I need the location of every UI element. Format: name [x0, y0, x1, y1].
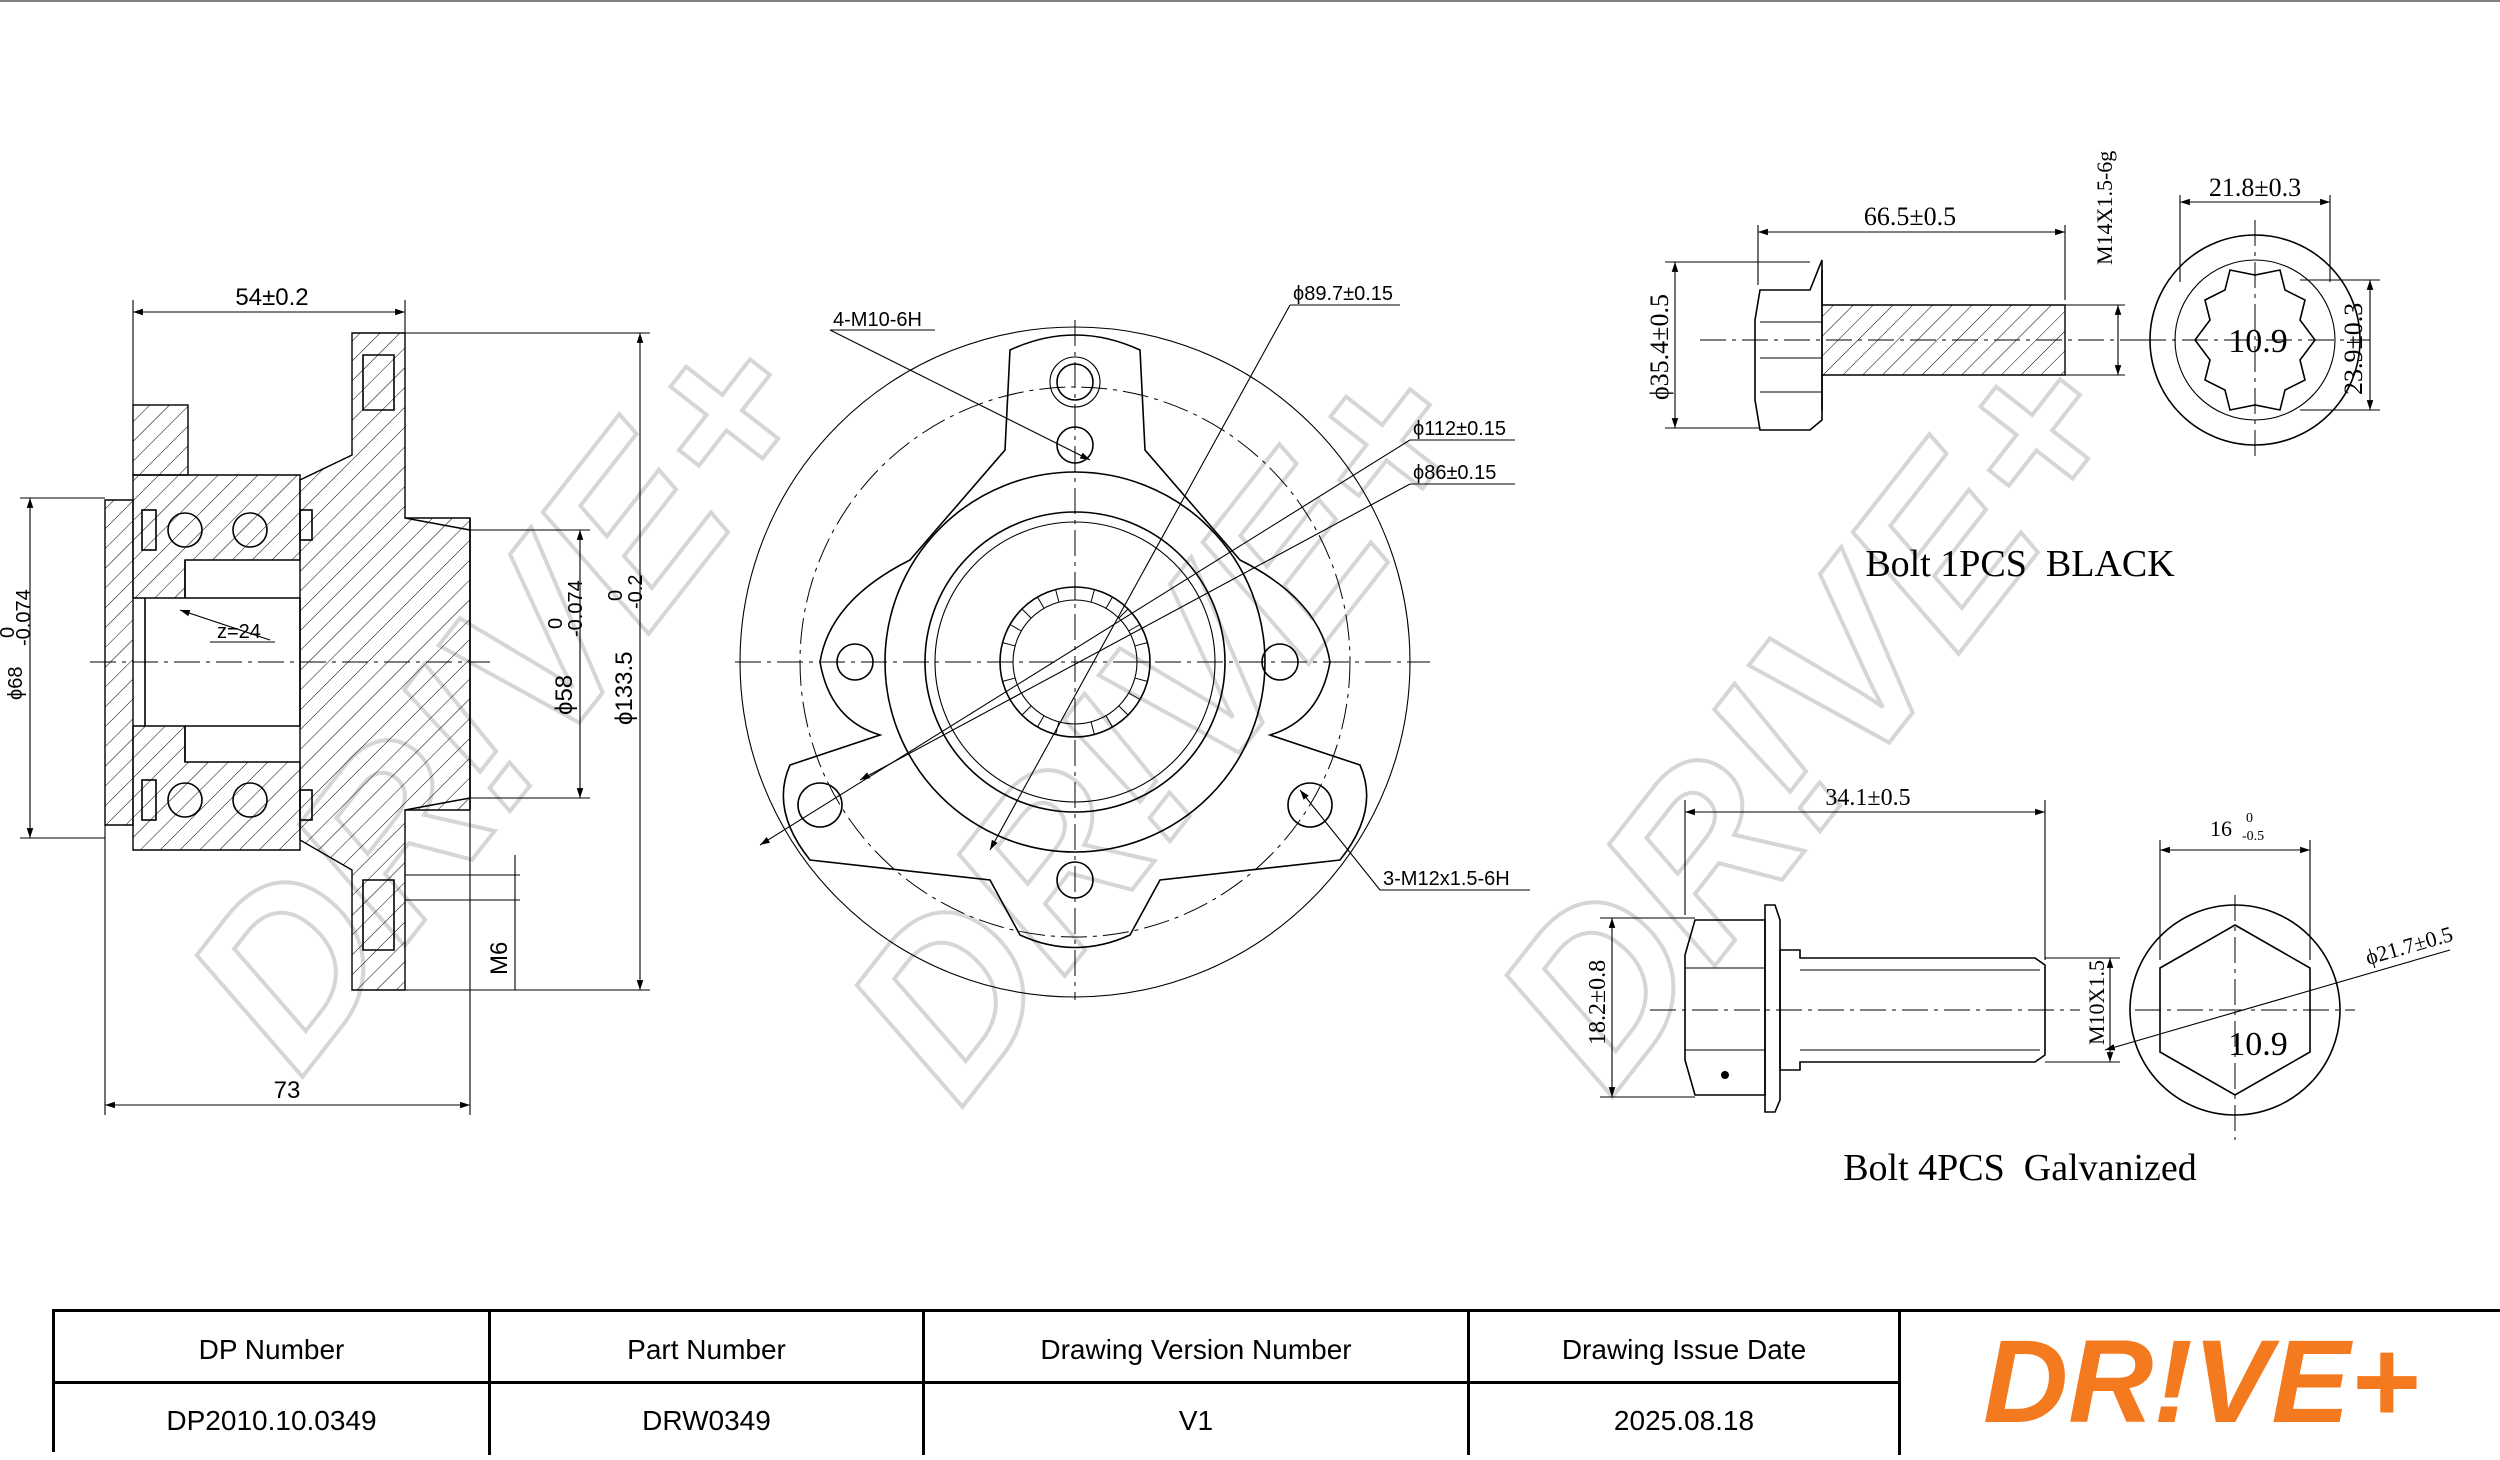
- technical-drawing: DR!VE+ DR!VE+ DR!VE+: [0, 0, 2500, 1189]
- title-block: DP Number DP2010.10.0349 Part Number DRW…: [52, 1309, 2500, 1455]
- tb-header-part-number: Part Number: [491, 1312, 922, 1384]
- hub-side-view: 54±0.2 73 ϕ68 0 -0.074 ϕ58 0 -0.074 ϕ133…: [0, 284, 650, 1115]
- tb-header-issue-date: Drawing Issue Date: [1470, 1312, 1898, 1384]
- spline-tooth: [1128, 624, 1141, 632]
- tb-value-dp-number: DP2010.10.0349: [166, 1405, 377, 1436]
- spline-tooth: [1037, 715, 1045, 728]
- label-dia-112: ϕ112±0.15: [1413, 418, 1506, 440]
- spline-tooth: [1002, 677, 1016, 682]
- spline-tooth: [1105, 715, 1113, 728]
- bolt2-thread: M10X1.5: [2084, 960, 2109, 1045]
- spline-tooth: [1118, 705, 1129, 716]
- spline-tooth: [1021, 705, 1032, 716]
- hub-front-view: 4-M10-6H ϕ89.7±0.15 ϕ112±0.15 ϕ86±0.15 3…: [735, 283, 1530, 1000]
- spline-tooth: [1134, 642, 1148, 647]
- dim-flange: ϕ133.5: [611, 652, 638, 726]
- hole-right: [1261, 643, 1299, 681]
- watermark-3: DR!VE+: [1446, 302, 2172, 1130]
- spline-tooth: [1090, 721, 1095, 735]
- spline-tooth: [1009, 624, 1022, 632]
- spline-tooth: [1118, 608, 1129, 619]
- tb-value-version: V1: [1178, 1405, 1214, 1436]
- bolt1-length: 66.5±0.5: [1864, 202, 1956, 231]
- label-dia-86: ϕ86±0.15: [1413, 462, 1496, 484]
- bolt1-af: 21.8±0.3: [2209, 173, 2301, 202]
- hole-top: [1056, 363, 1094, 401]
- dim-pilot-tol-lower: -0.074: [565, 580, 587, 637]
- dim-bore-tol-upper: 0: [0, 627, 19, 638]
- spline-teeth: [1000, 587, 1150, 737]
- tb-col-issue-date: Drawing Issue Date 2025.08.18: [1470, 1312, 1901, 1455]
- brand-logo-text: DR!VE+: [1983, 1316, 2419, 1448]
- tb-header-dp-number: DP Number: [55, 1312, 488, 1384]
- label-dia-89: ϕ89.7±0.15: [1293, 283, 1393, 305]
- spline-tooth: [1037, 596, 1045, 609]
- bolt2-af: 16: [2210, 816, 2232, 841]
- dim-hub-width: 54±0.2: [235, 284, 308, 311]
- bolt-black-view: 66.5±0.5 ϕ35.4±0.5 M14X1.5-6g 10.9 21.8±…: [1645, 151, 2380, 585]
- tb-header-version: Drawing Version Number: [925, 1312, 1467, 1384]
- tb-col-part-number: Part Number DRW0349: [491, 1312, 925, 1455]
- tb-col-version: Drawing Version Number V1: [925, 1312, 1470, 1455]
- dim-bore: ϕ68: [5, 667, 27, 700]
- label-3-m12: 3-M12x1.5-6H: [1383, 868, 1510, 890]
- dim-bore-tol-lower: -0.074: [13, 589, 35, 646]
- bolt-galvanized-view: 34.1±0.5 18.2±0.8 M10X1.5 10.9 16 0 -0.5…: [1585, 785, 2456, 1189]
- bolt2-caption: Bolt 4PCS Galvanized: [1843, 1147, 2197, 1189]
- dim-hub-length: 73: [274, 1077, 301, 1104]
- hole-br: [1287, 782, 1333, 828]
- watermark-1: DR!VE+: [136, 282, 862, 1110]
- tb-col-dp-number: DP Number DP2010.10.0349: [55, 1312, 491, 1455]
- spline-tooth: [1021, 608, 1032, 619]
- bolt2-af-tol-upper: 0: [2246, 811, 2253, 826]
- spline-tooth: [1090, 589, 1095, 603]
- thread-label: M6: [486, 942, 513, 975]
- spline-tooth: [1055, 589, 1060, 603]
- dim-pilot: ϕ58: [551, 675, 578, 715]
- spline-tooth: [1128, 692, 1141, 700]
- spline-tooth: [1134, 677, 1148, 682]
- hole-bl: [797, 782, 843, 828]
- bolt2-head: 18.2±0.8: [1585, 960, 1611, 1045]
- tb-value-issue-date: 2025.08.18: [1613, 1405, 1755, 1436]
- spline-tooth: [1002, 642, 1016, 647]
- bolt1-flange: ϕ35.4±0.5: [1645, 294, 1674, 400]
- bolt2-grade: 10.9: [2228, 1026, 2288, 1063]
- bolt1-caption: Bolt 1PCS BLACK: [1865, 543, 2175, 585]
- bolt2-length: 34.1±0.5: [1825, 785, 1910, 811]
- bolt1-grade: 10.9: [2228, 323, 2288, 360]
- hole-top2: [1056, 426, 1094, 464]
- dim-flange-tol-lower: -0.2: [625, 575, 647, 609]
- dim-pilot-tol-upper: 0: [545, 618, 567, 629]
- label-4-m10: 4-M10-6H: [833, 309, 922, 331]
- tb-value-part-number: DRW0349: [642, 1405, 771, 1436]
- spline-tooth: [1105, 596, 1113, 609]
- spline-label: z=24: [217, 621, 261, 643]
- hole-left: [836, 643, 874, 681]
- bolt2-flange: ϕ21.7±0.5: [2362, 921, 2455, 970]
- brand-logo: DR!VE+: [1901, 1312, 2500, 1455]
- dim-flange-tol-upper: 0: [605, 590, 627, 601]
- bolt1-thread: M14X1.5-6g: [2092, 151, 2117, 265]
- hole-bottom: [1056, 861, 1094, 899]
- bolt1-ap: 23.9±0.3: [2339, 303, 2368, 395]
- bolt2-af-tol-lower: -0.5: [2242, 829, 2264, 844]
